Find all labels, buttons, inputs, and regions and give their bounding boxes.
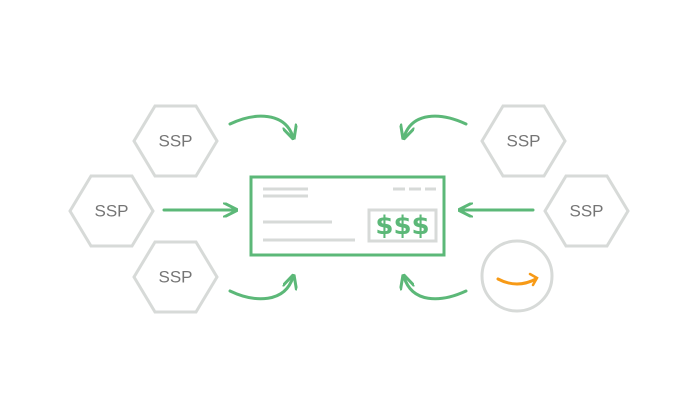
ssp-label: SSP: [94, 202, 128, 221]
arrow-top-left: [228, 114, 293, 137]
arrow-top-right: [404, 114, 468, 137]
arrow-bottom-right: [404, 277, 468, 301]
ssp-label: SSP: [158, 132, 192, 151]
ssp-node-mid-left: SSP: [68, 174, 155, 248]
ssp-node-top-right: SSP: [480, 104, 567, 178]
ssp-node-mid-right: SSP: [543, 174, 630, 248]
ssp-label: SSP: [506, 132, 540, 151]
ssp-node-top-left: SSP: [132, 104, 219, 178]
ssp-label: SSP: [158, 268, 192, 287]
ssp-label: SSP: [569, 202, 603, 221]
ssp-node-bottom-left: SSP: [132, 240, 219, 314]
arrow-bottom-left: [228, 277, 293, 301]
amazon-node: [480, 239, 554, 313]
check-amount: $$$: [375, 211, 429, 241]
amazon-smile-icon: [496, 272, 539, 287]
check-document: $$$: [249, 175, 446, 257]
amount-box: [367, 208, 438, 243]
